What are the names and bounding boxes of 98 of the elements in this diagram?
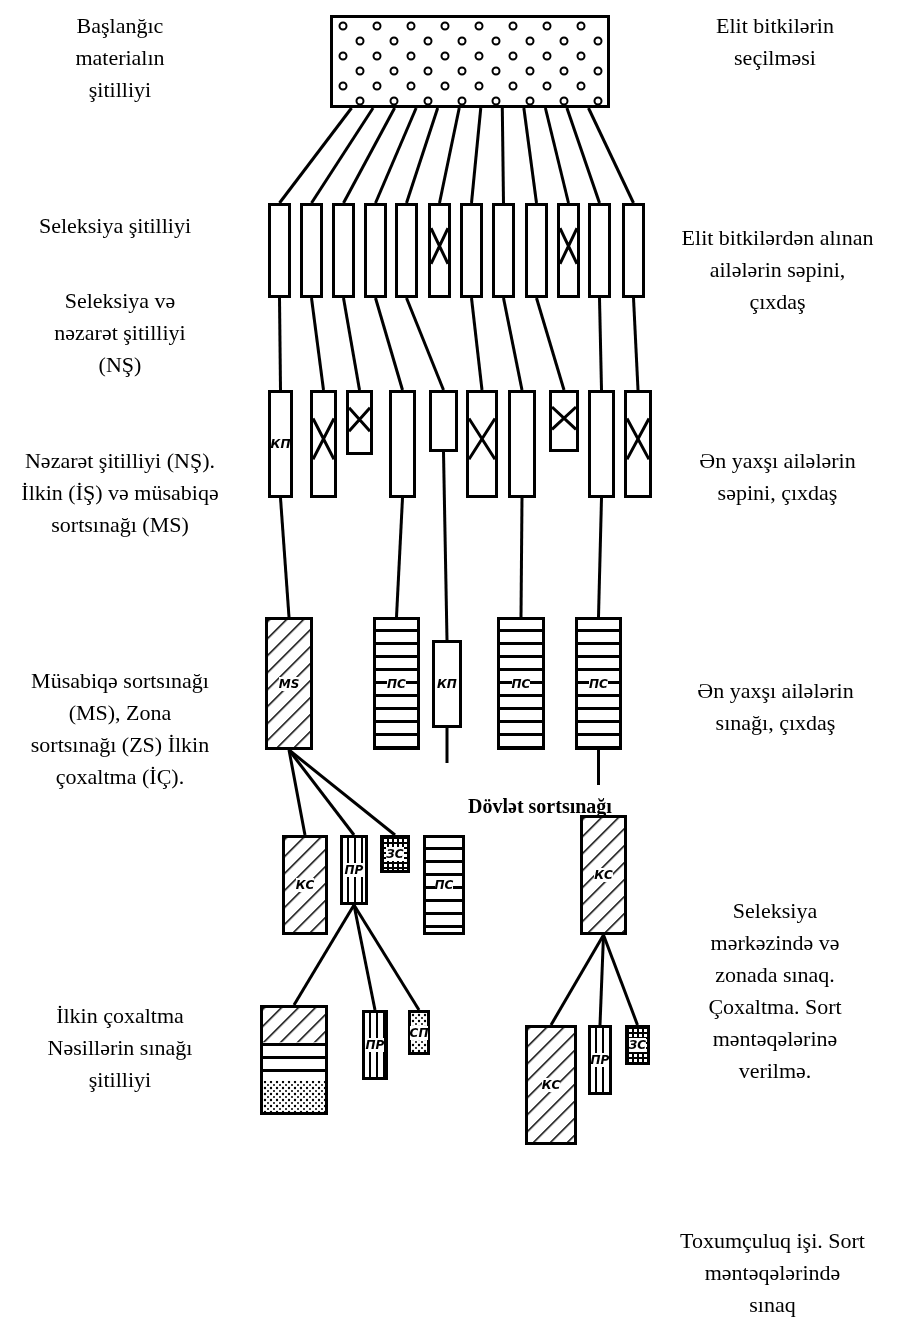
connector-line — [549, 934, 605, 1026]
plot-box — [364, 203, 387, 298]
rejected-plot-box — [428, 203, 451, 298]
plot-box — [389, 390, 416, 498]
plot-box — [508, 390, 536, 498]
stage-description: Seleksiya və nəzarət şitilliyi (NŞ) — [53, 287, 187, 379]
rejected-plot-box — [557, 203, 580, 298]
connector-line — [287, 749, 356, 836]
hatched-plot-box — [282, 835, 328, 935]
striped-plot-box — [373, 617, 420, 750]
connector-line — [405, 107, 440, 204]
plot-box — [588, 390, 615, 498]
stage-description: Toxumçuluq işi. Sort məntəqələrində sınaq — [680, 1227, 865, 1319]
stage-description: Elit bitkilərdən alınan ailələrin səpini, çıxdaş — [680, 224, 875, 316]
stage-description: Ən yaxşı ailələrin səpini, çıxdaş — [698, 447, 857, 507]
plot-code: ПР — [365, 1038, 385, 1052]
plot-box — [622, 203, 645, 298]
connector-line — [352, 904, 421, 1011]
connector-line — [374, 297, 404, 391]
connector-line — [597, 497, 603, 618]
connector-line — [519, 498, 524, 617]
rejected-plot-box — [466, 390, 498, 498]
stage-description: Nəzarət şitilliyi (NŞ). İlkin (İŞ) və müsabiqə sortsınağı (MS) — [20, 447, 220, 539]
connector-line — [279, 497, 291, 618]
plot-code: КС — [594, 868, 613, 882]
hatched-plot-box — [580, 815, 627, 935]
striped-plot-box — [340, 835, 368, 905]
connector-line — [287, 749, 307, 836]
plot-box — [268, 203, 291, 298]
connector-line — [632, 297, 640, 391]
plot-box — [588, 203, 611, 298]
plot-box — [268, 390, 293, 498]
hatched-plot-box — [525, 1025, 577, 1145]
plot-code: КП — [270, 437, 291, 451]
striped-plot-box — [575, 617, 622, 750]
connector-line — [310, 297, 325, 391]
connector-line — [342, 107, 396, 204]
striped-plot-box — [423, 835, 465, 935]
connector-line — [535, 297, 566, 391]
rejected-plot-box — [310, 390, 337, 498]
connector-line — [597, 750, 600, 785]
connector-line — [278, 298, 282, 390]
plot-code: ЗС — [628, 1038, 647, 1052]
plot-box — [525, 203, 548, 298]
rejected-plot-box — [549, 390, 579, 452]
connector-line — [374, 107, 418, 204]
stage-description: Seleksiya şitilliyi — [37, 212, 193, 240]
connector-line — [288, 748, 396, 837]
stage-description: Müsabiqə sortsınağı (MS), Zona sortsınağı (ZS) İlkin çoxaltma (İÇ). — [30, 667, 210, 791]
stage-description: Başlanğıc materialın şitilliyi — [74, 12, 166, 104]
plot-box — [432, 640, 462, 728]
plot-box — [332, 203, 355, 298]
plot-code: ЗС — [386, 847, 404, 861]
plot-code: ПР — [344, 863, 364, 877]
plot-box — [460, 203, 483, 298]
connector-line — [598, 297, 603, 391]
connector-line — [602, 934, 639, 1026]
connector-line — [522, 107, 538, 204]
stage-description: İlkin çoxaltma Nəsillərin sınağı şitilliyi — [46, 1002, 194, 1094]
connector-line — [438, 107, 461, 204]
layered-plot-box — [260, 1005, 328, 1115]
connector-line — [342, 297, 361, 391]
connector-line — [278, 107, 353, 204]
checkered-plot-box — [625, 1025, 650, 1065]
plot-box — [492, 203, 515, 298]
rejected-plot-box — [624, 390, 652, 498]
connector-line — [442, 451, 449, 641]
hatched-plot-box — [265, 617, 313, 750]
connector-line — [543, 107, 570, 204]
connector-line — [395, 497, 404, 618]
striped-plot-box — [588, 1025, 612, 1095]
seedling-plot-box — [330, 15, 610, 108]
connector-line — [565, 107, 601, 204]
connector-line — [502, 297, 524, 391]
connector-line — [500, 108, 505, 204]
rejected-plot-box — [346, 390, 373, 455]
dotted-plot-box — [408, 1010, 430, 1055]
connector-line — [470, 297, 484, 391]
stage-description: Elit bitkilərin seçilməsi — [715, 12, 835, 72]
stage-description: Ən yaxşı ailələrin sınağı, çıxdaş — [696, 677, 855, 737]
connector-line — [310, 107, 375, 204]
plot-box — [300, 203, 323, 298]
plot-box — [395, 203, 418, 298]
checkered-plot-box — [380, 835, 410, 873]
connector-line — [445, 728, 449, 763]
connector-line — [352, 904, 377, 1011]
plot-code: КП — [437, 677, 457, 691]
stage-description: Seleksiya mərkəzində və zonada sınaq. Çoxaltma. Sort məntəqələrinə verilmə. — [707, 897, 843, 1085]
plot-box — [429, 390, 458, 452]
stage-heading: Dövlət sortsınağı — [467, 794, 613, 819]
plot-code: ПР — [590, 1053, 610, 1067]
connector-line — [405, 297, 445, 391]
striped-plot-box — [497, 617, 545, 750]
connector-line — [587, 107, 635, 204]
plot-code: ПС — [434, 878, 454, 892]
connector-line — [470, 107, 483, 204]
connector-line — [292, 904, 356, 1006]
striped-plot-box — [362, 1010, 388, 1080]
